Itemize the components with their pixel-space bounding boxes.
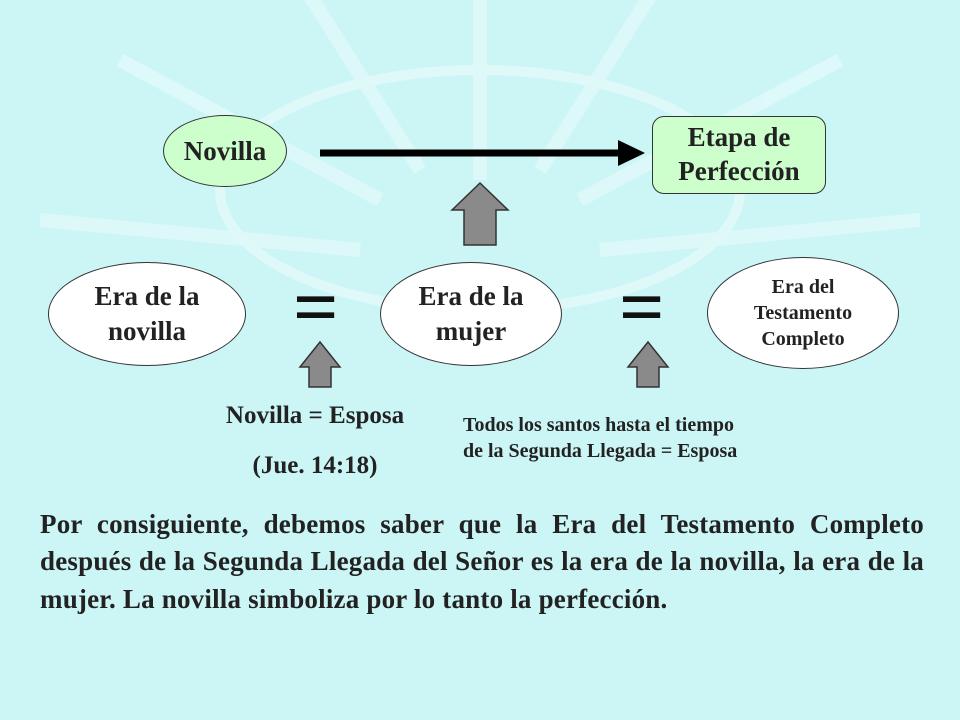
era-de-la-mujer-node: Era de la mujer xyxy=(380,262,562,366)
era-del-testamento-completo-node: Era del Testamento Completo xyxy=(707,257,899,369)
equals-sign: = xyxy=(293,264,339,352)
era-de-la-novilla-node: Era de la novilla xyxy=(48,262,246,366)
caption-santos-esposa: Todos los santos hasta el tiempo de la S… xyxy=(463,414,738,462)
caption-reference: (Jue. 14:18) xyxy=(252,452,378,479)
equals-sign: = xyxy=(619,264,665,352)
explanation-paragraph: Por consiguiente, debemos saber que la E… xyxy=(40,509,924,614)
novilla-node: Novilla xyxy=(163,115,287,187)
etapa-de-perfeccion-node: Etapa de Perfección xyxy=(652,116,826,194)
caption-novilla-esposa: Novilla = Esposa xyxy=(225,402,405,429)
